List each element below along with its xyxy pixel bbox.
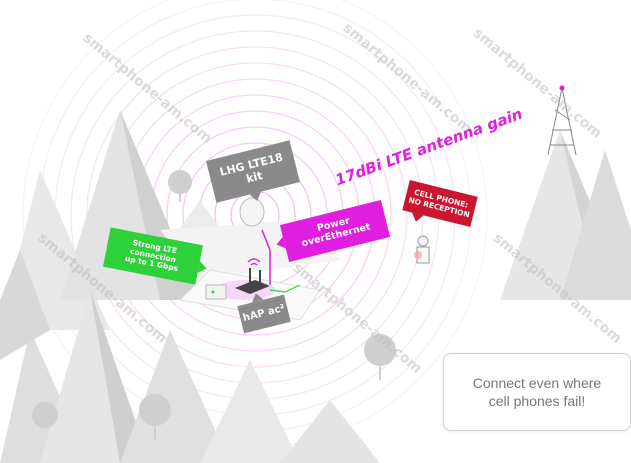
cta-box: Connect even where cell phones fail! [443,353,631,431]
laptop-icon [205,284,227,300]
cell-tower [547,85,577,156]
trees [32,170,396,440]
cta-line2: cell phones fail! [488,393,586,409]
person-icon [414,235,430,264]
cta-line1: Connect even where [472,374,602,391]
